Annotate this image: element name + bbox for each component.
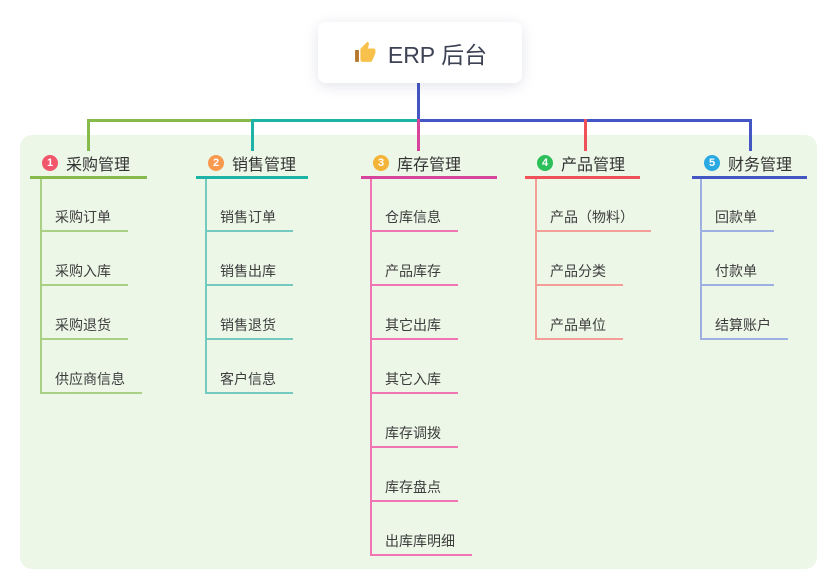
child-node[interactable]: 销售退货 [205,315,293,340]
branch-trunk-line [205,179,207,394]
child-node[interactable]: 采购退货 [40,315,128,340]
child-node[interactable]: 回款单 [700,207,774,232]
branch-label: 库存管理 [397,157,462,174]
child-node[interactable]: 结算账户 [700,315,788,340]
branch-node[interactable]: 5 财务管理 [692,150,807,179]
child-node[interactable]: 供应商信息 [40,369,142,394]
branch-node[interactable]: 3 库存管理 [361,150,497,179]
branch-drop-line [87,119,90,151]
child-node[interactable]: 库存盘点 [370,477,458,502]
branch-drop-line [417,119,420,151]
child-node[interactable]: 付款单 [700,261,774,286]
branch-drop-line [749,119,752,151]
root-connector-line [417,83,420,122]
branch-node[interactable]: 2 销售管理 [196,150,308,179]
branch-trunk-line [535,179,537,340]
branch-trunk-line [370,179,372,556]
child-node[interactable]: 产品单位 [535,315,623,340]
child-node[interactable]: 产品分类 [535,261,623,286]
branch-trunk-line [700,179,702,340]
child-node[interactable]: 销售订单 [205,207,293,232]
bus-line [87,119,253,122]
child-node[interactable]: 其它入库 [370,369,458,394]
branch-node[interactable]: 1 采购管理 [30,150,147,179]
branch-drop-line [251,119,254,151]
thumbs-up-icon [353,40,378,65]
branch-label: 销售管理 [232,157,297,174]
child-node[interactable]: 销售出库 [205,261,293,286]
child-node[interactable]: 产品库存 [370,261,458,286]
branch-number-badge: 5 [704,155,720,171]
branch-number-badge: 2 [208,155,224,171]
branch-number-badge: 1 [42,155,58,171]
child-node[interactable]: 采购订单 [40,207,128,232]
root-title: ERP 后台 [387,41,488,68]
branch-label: 财务管理 [728,157,793,174]
child-node[interactable]: 产品（物料） [535,207,651,232]
child-node[interactable]: 采购入库 [40,261,128,286]
child-node[interactable]: 仓库信息 [370,207,458,232]
child-node[interactable]: 库存调拨 [370,423,458,448]
branch-trunk-line [40,179,42,394]
child-node[interactable]: 客户信息 [205,369,293,394]
branches-panel [20,135,817,569]
branch-node[interactable]: 4 产品管理 [525,150,640,179]
branch-drop-line [584,119,587,151]
branch-label: 采购管理 [66,157,131,174]
branch-label: 产品管理 [561,157,626,174]
bus-line [251,119,420,122]
child-node[interactable]: 出库库明细 [370,531,472,556]
child-node[interactable]: 其它出库 [370,315,458,340]
branch-number-badge: 4 [537,155,553,171]
root-node[interactable]: ERP 后台 [318,22,522,83]
branch-number-badge: 3 [373,155,389,171]
